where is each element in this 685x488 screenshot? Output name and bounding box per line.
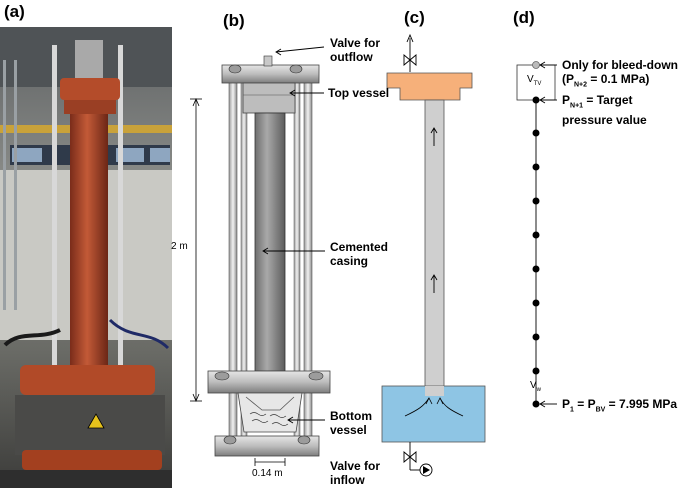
panel-label-c: (c)	[404, 8, 425, 27]
bottom-line2: vessel	[330, 423, 367, 437]
panel-label-d: (d)	[513, 8, 535, 27]
top-volume-box	[516, 64, 556, 101]
panel-label-b: (b)	[223, 11, 245, 30]
p1-sub2: BV	[595, 406, 606, 414]
panel-d-model	[516, 61, 557, 408]
valve-inflow-label: Valve for inflow	[330, 459, 380, 487]
top-vessel-label: Top vessel	[328, 86, 390, 100]
height-dimension-label: 2 m	[171, 241, 188, 252]
valve-outflow-label: Valve for outflow	[330, 36, 380, 64]
target-line1: PN+1 = Target	[562, 93, 647, 113]
valve-outflow-line2: outflow	[330, 50, 373, 64]
width-dimension-label: 0.14 m	[252, 468, 283, 479]
bleed-rest: = 0.1 MPa)	[587, 72, 650, 86]
photo-panel-a	[0, 27, 172, 488]
inflow-line1: Valve for	[330, 459, 381, 473]
panel-c-schematic	[381, 33, 486, 477]
bleed-line1: Only for bleed-down	[562, 58, 678, 72]
target-p: P	[562, 93, 571, 107]
target-sub: N+1	[570, 102, 584, 110]
target-pressure-label: PN+1 = Target pressure value	[562, 93, 647, 127]
v-tv-label: VTV	[527, 74, 541, 87]
p1-sub: 1	[570, 406, 574, 414]
v-w-v: V	[530, 380, 537, 391]
v-tv-v: V	[527, 74, 534, 85]
v-w-sub: w	[536, 387, 542, 393]
p1-p: P	[562, 397, 571, 411]
panel-b-drawing	[190, 46, 331, 466]
p1-mid: = P	[573, 397, 596, 411]
bottom-vessel-label: Bottom vessel	[330, 409, 372, 437]
target-rest: = Target	[583, 93, 633, 107]
bottom-line1: Bottom	[330, 409, 372, 423]
p1-rest: = 7.995 MPa	[605, 397, 678, 411]
target-line2: pressure value	[562, 113, 647, 128]
top-vessel-shape	[386, 72, 473, 101]
panel-label-a: (a)	[4, 2, 25, 21]
v-tv-sub: TV	[533, 81, 542, 87]
p1-label: P1 = PBV = 7.995 MPa	[562, 397, 677, 417]
bleed-sub: N+2	[574, 81, 588, 89]
v-w-label: Vw	[530, 380, 541, 393]
bleed-line2: (PN+2 = 0.1 MPa)	[562, 72, 678, 92]
casing-line1: Cemented	[330, 240, 389, 254]
inflow-line2: inflow	[330, 473, 365, 487]
casing-shape	[424, 99, 445, 388]
valve-outflow-line1: Valve for	[330, 36, 381, 50]
bleed-p: (P	[562, 72, 574, 86]
casing-label: Cemented casing	[330, 240, 388, 268]
casing-line2: casing	[330, 254, 369, 268]
bleed-down-label: Only for bleed-down (PN+2 = 0.1 MPa)	[562, 58, 678, 92]
